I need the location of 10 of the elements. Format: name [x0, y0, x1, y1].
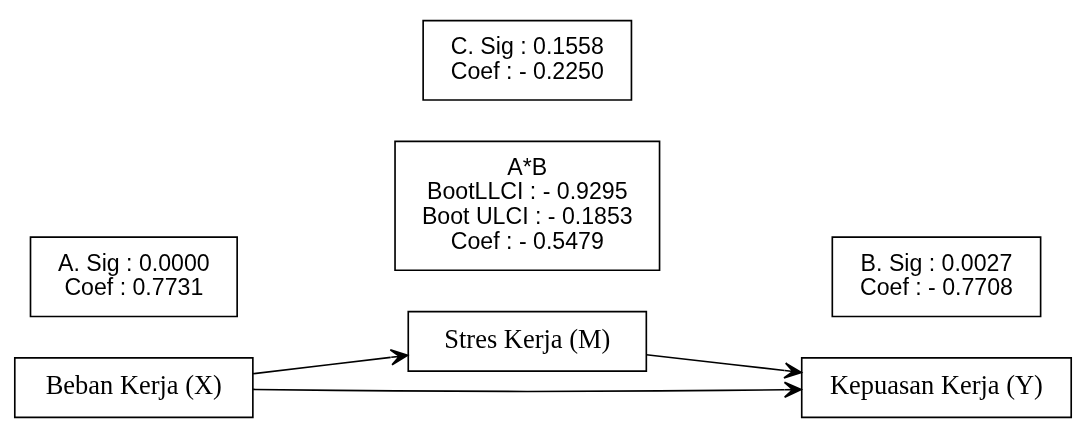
node-box: Kepuasan Kerja (Y) [800, 356, 1073, 418]
node-box: C. Sig : 0.1558 Coef : - 0.2250 [422, 19, 633, 101]
arrow [645, 353, 803, 379]
node-box: Beban Kerja (X) [13, 356, 254, 418]
arrow [252, 381, 802, 398]
node-box: Stres Kerja (M) [407, 310, 648, 372]
node-box: A. Sig : 0.0000 Coef : 0.7731 [29, 235, 238, 317]
node-box: B. Sig : 0.0027 Coef : - 0.7708 [831, 235, 1042, 317]
arrow [252, 348, 409, 374]
node-box: A*B BootLLCI : - 0.9295 Boot ULCI : - 0.1853 Coef : - 0.5479 [394, 139, 661, 271]
